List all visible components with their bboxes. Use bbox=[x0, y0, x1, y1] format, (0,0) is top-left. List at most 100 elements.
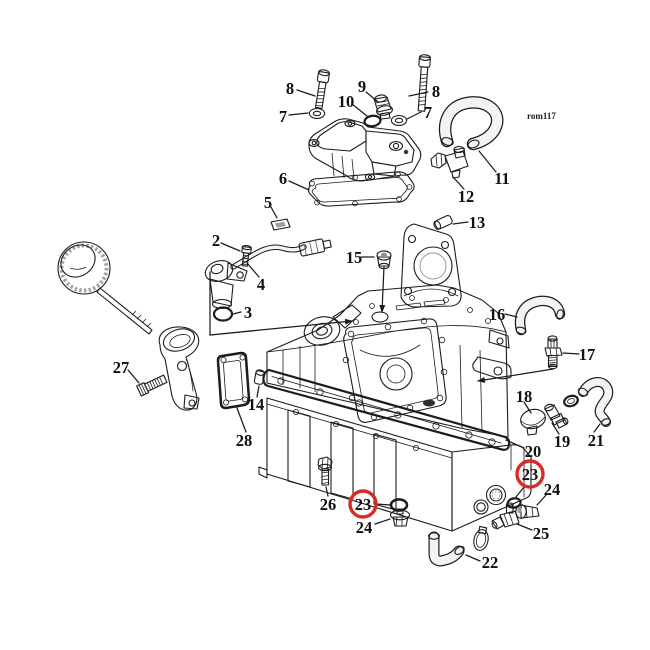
leader-line bbox=[478, 150, 497, 173]
part-label-drain-tube: 22 bbox=[482, 553, 499, 572]
leader-line bbox=[504, 313, 518, 318]
leader-line bbox=[270, 206, 278, 219]
pan-bolt bbox=[317, 456, 333, 486]
dipstick bbox=[57, 241, 153, 335]
leader-line bbox=[127, 369, 140, 384]
dowel-pin-upper bbox=[433, 214, 453, 230]
leader-line bbox=[523, 401, 532, 414]
part-label-elbow-fitting-bottom: 25 bbox=[533, 524, 550, 543]
part-label-washer-left: 7 bbox=[279, 107, 287, 126]
part-label-sensor-assembly: 4 bbox=[257, 275, 265, 294]
leader-line bbox=[220, 242, 241, 252]
part-label-sensor-screw: 2 bbox=[212, 231, 220, 250]
mounting-bracket bbox=[400, 223, 462, 308]
elbow-union bbox=[430, 145, 469, 179]
leader-line bbox=[288, 180, 310, 191]
part-label-spout-bolt: 27 bbox=[113, 358, 130, 377]
leader-line bbox=[505, 439, 525, 449]
leader-line bbox=[593, 423, 601, 433]
cap-plug bbox=[520, 408, 546, 436]
oil-pan bbox=[258, 397, 532, 532]
part-label-elbow-union: 12 bbox=[458, 187, 475, 206]
leader-line bbox=[515, 486, 525, 498]
leader-line bbox=[465, 554, 481, 562]
leader-line bbox=[375, 503, 392, 506]
rocker-bolt-left bbox=[314, 69, 331, 109]
rocker-cover bbox=[308, 118, 422, 182]
part-label-clip-plate: 5 bbox=[264, 193, 272, 212]
part-label-drain-plug-left: 24 bbox=[356, 518, 373, 537]
flat-washer-left bbox=[308, 107, 326, 120]
s-hose bbox=[577, 377, 614, 427]
leader-line bbox=[379, 265, 386, 313]
part-label-plug-right: 24 bbox=[544, 480, 561, 499]
part-label-case-plug: 15 bbox=[346, 248, 363, 267]
filler-spout bbox=[158, 326, 200, 411]
leader-line bbox=[551, 422, 560, 435]
part-label-rocker-cover-bolt-right: 8 bbox=[432, 82, 440, 101]
leader-line bbox=[562, 352, 580, 355]
sensor-body bbox=[204, 260, 248, 310]
spout-bolt bbox=[136, 374, 168, 397]
leader-line bbox=[236, 407, 247, 433]
part-label-oil-pan-gasket: 20 bbox=[525, 442, 542, 461]
leader-line bbox=[452, 176, 465, 190]
part-label-dowel-pin-upper: 13 bbox=[469, 213, 486, 232]
part-label-pan-bolt: 26 bbox=[320, 495, 337, 514]
leader-lines-layer bbox=[127, 89, 601, 562]
leader-line bbox=[406, 111, 422, 120]
part-label-rocker-cover-gasket: 6 bbox=[279, 169, 287, 188]
hose-fitting bbox=[544, 394, 579, 429]
leader-line bbox=[516, 523, 533, 531]
part-label-spout-gasket: 28 bbox=[236, 431, 253, 450]
u-hose bbox=[438, 96, 504, 151]
leader-line bbox=[288, 112, 309, 116]
highlight-circle-oring-left bbox=[348, 489, 378, 519]
spout-gasket bbox=[216, 351, 251, 410]
leader-line bbox=[374, 518, 391, 525]
part-label-dowel-pin-lower: 14 bbox=[248, 395, 265, 414]
part-label-cap-plug: 18 bbox=[516, 387, 533, 406]
part-label-rocker-cover-bolt-left: 8 bbox=[286, 79, 294, 98]
leader-line bbox=[325, 486, 329, 497]
leader-line bbox=[477, 368, 554, 383]
part-label-s-hose: 21 bbox=[588, 431, 605, 450]
part-label-washer-right: 7 bbox=[424, 103, 432, 122]
leader-line bbox=[209, 271, 353, 336]
oring-right bbox=[506, 497, 522, 509]
elbow-hose bbox=[514, 295, 566, 336]
plug-right bbox=[515, 504, 540, 519]
highlight-circle-oring-right bbox=[515, 459, 545, 489]
part-label-elbow-hose: 16 bbox=[489, 305, 506, 324]
part-label-u-hose: 11 bbox=[494, 169, 510, 188]
part-label-breather-oring: 10 bbox=[338, 92, 355, 111]
watermark-text: rom117 bbox=[527, 111, 556, 121]
part-label-oring-right: 23 bbox=[522, 465, 539, 484]
rocker-cover-gasket bbox=[307, 171, 415, 207]
leader-line bbox=[452, 221, 469, 225]
leader-line bbox=[246, 262, 260, 278]
part-label-breather-fitting: 9 bbox=[358, 77, 366, 96]
drain-tube bbox=[428, 531, 465, 567]
sensor-screw bbox=[241, 244, 252, 267]
part-label-hose-fitting: 19 bbox=[554, 432, 571, 451]
hose-clamp bbox=[473, 525, 489, 551]
part-label-vent-fitting: 17 bbox=[579, 345, 596, 364]
clip-plate bbox=[270, 218, 291, 231]
leader-line bbox=[365, 91, 378, 102]
leader-line bbox=[296, 89, 316, 97]
crankcase bbox=[266, 284, 512, 438]
breather-oring bbox=[363, 114, 382, 128]
part-label-oring-left: 23 bbox=[355, 495, 372, 514]
vent-fitting bbox=[544, 335, 563, 370]
sensor-oring bbox=[212, 306, 234, 322]
leader-line bbox=[408, 91, 429, 97]
drain-plug-left bbox=[389, 508, 411, 527]
leader-line bbox=[232, 311, 242, 315]
leader-line bbox=[256, 385, 260, 398]
flat-washer-right bbox=[390, 114, 408, 127]
